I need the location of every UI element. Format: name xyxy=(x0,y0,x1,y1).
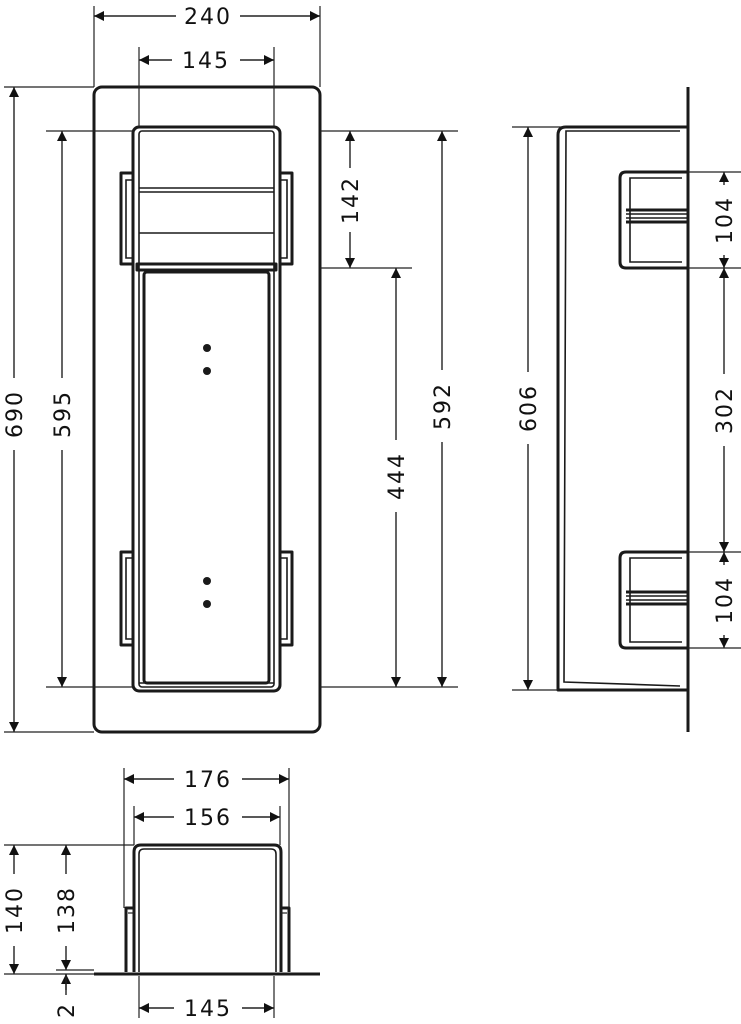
front-bracket-bottom-left xyxy=(119,550,133,647)
front-view: 240 145 690 595 142 444 592 xyxy=(3,5,458,734)
dim-outer-width: 176 xyxy=(184,768,232,793)
dim-inner-width-top: 156 xyxy=(184,806,232,831)
dim-overall-width: 240 xyxy=(184,5,232,30)
front-plate-outline xyxy=(92,85,322,734)
front-bracket-top-left xyxy=(119,171,133,266)
dim-body-height: 138 xyxy=(55,886,80,934)
front-shelf-divider xyxy=(135,262,278,272)
mounting-hole xyxy=(203,367,211,375)
front-bracket-top-right-inner xyxy=(280,179,288,259)
side-bracket-bottom xyxy=(618,550,688,650)
front-bracket-bottom-right-inner xyxy=(280,557,288,640)
dim-inner-height: 595 xyxy=(51,390,76,438)
top-bracket-left xyxy=(124,906,134,972)
dim-overall-height: 690 xyxy=(3,390,28,438)
mounting-hole xyxy=(203,600,211,608)
top-view: 176 156 140 138 2 145 xyxy=(3,768,320,1022)
dim-total-span: 592 xyxy=(431,382,456,430)
front-niche-inner xyxy=(138,130,275,688)
dim-top-bracket: 104 xyxy=(713,196,738,244)
mounting-hole xyxy=(203,577,211,585)
side-view: 606 104 302 104 xyxy=(512,87,741,732)
side-body-inner xyxy=(563,130,681,687)
dim-side-height: 606 xyxy=(517,384,542,432)
dim-flange: 2 xyxy=(55,1002,80,1018)
dim-inner-width: 145 xyxy=(182,49,230,74)
dim-lower-compartment: 444 xyxy=(385,452,410,500)
front-bracket-top-left-inner xyxy=(125,179,133,259)
dim-bottom-bracket: 104 xyxy=(713,576,738,624)
top-body-outline xyxy=(132,843,283,972)
mounting-hole xyxy=(203,344,211,352)
dim-bracket-spacing: 302 xyxy=(713,386,738,434)
front-niche-frame xyxy=(131,125,282,693)
dim-top-compartment: 142 xyxy=(339,176,364,224)
front-bracket-bottom-left-inner xyxy=(125,557,133,640)
front-bracket-bottom-right xyxy=(280,550,294,647)
dim-total-height: 140 xyxy=(3,886,28,934)
front-lower-compartment xyxy=(142,270,271,685)
dim-base-width: 145 xyxy=(184,997,232,1022)
front-bracket-top-right xyxy=(280,171,294,266)
side-bracket-top xyxy=(618,170,688,270)
